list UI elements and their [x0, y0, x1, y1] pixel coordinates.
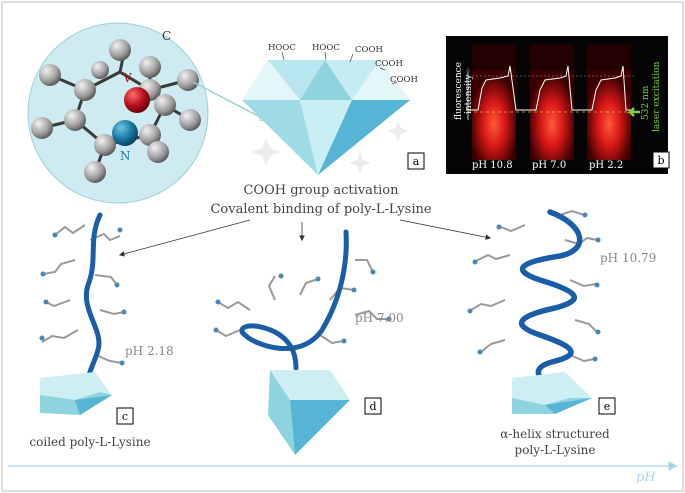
- arrow-to-c: [118, 219, 251, 257]
- ph-label-b2: pH 7.0: [532, 160, 566, 171]
- group-label-1: HOOC: [268, 43, 296, 53]
- laser-label-1: 532 nm: [641, 85, 651, 120]
- laser-arrow: [626, 107, 640, 117]
- nitrogen-atom: [112, 120, 138, 146]
- side-chain-ends-d: [213, 269, 392, 344]
- ph-label-d: pH 7.00: [355, 311, 404, 325]
- ph-axis-label: pH: [636, 470, 656, 485]
- diamond-c-side: [75, 395, 112, 415]
- laser-label-2: laser excitation: [652, 61, 662, 132]
- diamond-e-side: [545, 398, 592, 414]
- ph-label-e: pH 10.79: [600, 251, 656, 265]
- nv-center-inset: C V N: [27, 22, 209, 204]
- diamond-d-top: [270, 370, 350, 400]
- inset-connector: [192, 81, 263, 119]
- caption-activation: COOH group activation: [243, 183, 399, 198]
- backbone-d: [239, 229, 349, 371]
- side-chain-ends-c: [39, 227, 127, 366]
- panel-b-label: b: [657, 154, 664, 167]
- caption-helix-2: poly-L-Lysine: [515, 443, 596, 457]
- caption-helix-1: α-helix structured: [500, 427, 610, 441]
- helix-polylysine: e pH 10.79 α-helix structured poly-L-Lys…: [467, 209, 656, 457]
- caption-binding: Covalent binding of poly-L-Lysine: [210, 202, 431, 217]
- nitrogen-label: N: [120, 149, 131, 163]
- arrow-to-e: [399, 219, 492, 240]
- carboxyl-stubs: [281, 51, 398, 85]
- fluorescence-trace: [468, 65, 634, 111]
- diamond-d-right: [290, 400, 350, 455]
- nanodiamond-main: [242, 60, 410, 175]
- panel-c-label: c: [122, 410, 128, 423]
- side-chains-c: [41, 224, 125, 364]
- vacancy-label: V: [122, 71, 132, 85]
- caption-coiled: coiled poly-L-Lysine: [29, 435, 150, 449]
- group-label-5: COOH: [390, 75, 418, 85]
- ph-label-b1: pH 10.8: [472, 160, 513, 171]
- fluorescence-panel: fluorescence intensity 532 nm laser exci…: [446, 36, 670, 174]
- group-label-3: COOH: [355, 45, 383, 55]
- backbone-e: [518, 209, 583, 388]
- backbone-c: [83, 212, 103, 398]
- side-chain-ends-e: [467, 212, 601, 362]
- panel-e-label: e: [604, 400, 611, 413]
- cuvette-3: [587, 44, 631, 160]
- cuvette-1: [472, 44, 516, 160]
- vacancy-site: [124, 87, 150, 113]
- side-chains-e: [470, 209, 598, 363]
- fluorescence-axis-label-2: intensity: [464, 73, 474, 114]
- panel-a-box: [407, 152, 425, 170]
- cuvette-2: [530, 44, 574, 160]
- ph-label-b3: pH 2.2: [589, 160, 623, 171]
- group-label-4: COOH: [375, 59, 403, 69]
- ph-label-c: pH 2.18: [125, 344, 174, 358]
- panel-d-box: [364, 397, 382, 415]
- panel-c-box: [116, 407, 134, 425]
- diamond-d-left: [268, 370, 295, 455]
- intermediate-polylysine: d pH 7.00: [213, 229, 404, 455]
- carbon-label: C: [162, 29, 171, 43]
- coiled-polylysine: c pH 2.18 coiled poly-L-Lysine: [29, 212, 174, 449]
- panel-d-label: d: [369, 400, 376, 413]
- fluorescence-axis-label-1: fluorescence: [454, 62, 464, 120]
- group-label-2: HOOC: [312, 43, 340, 53]
- panel-e-box: [598, 397, 616, 415]
- panel-b-box: [652, 151, 670, 169]
- sparkle-decorations: [252, 121, 408, 174]
- carbon-atoms: [31, 39, 201, 183]
- panel-a-label: a: [413, 155, 420, 168]
- side-chains-d: [215, 259, 389, 345]
